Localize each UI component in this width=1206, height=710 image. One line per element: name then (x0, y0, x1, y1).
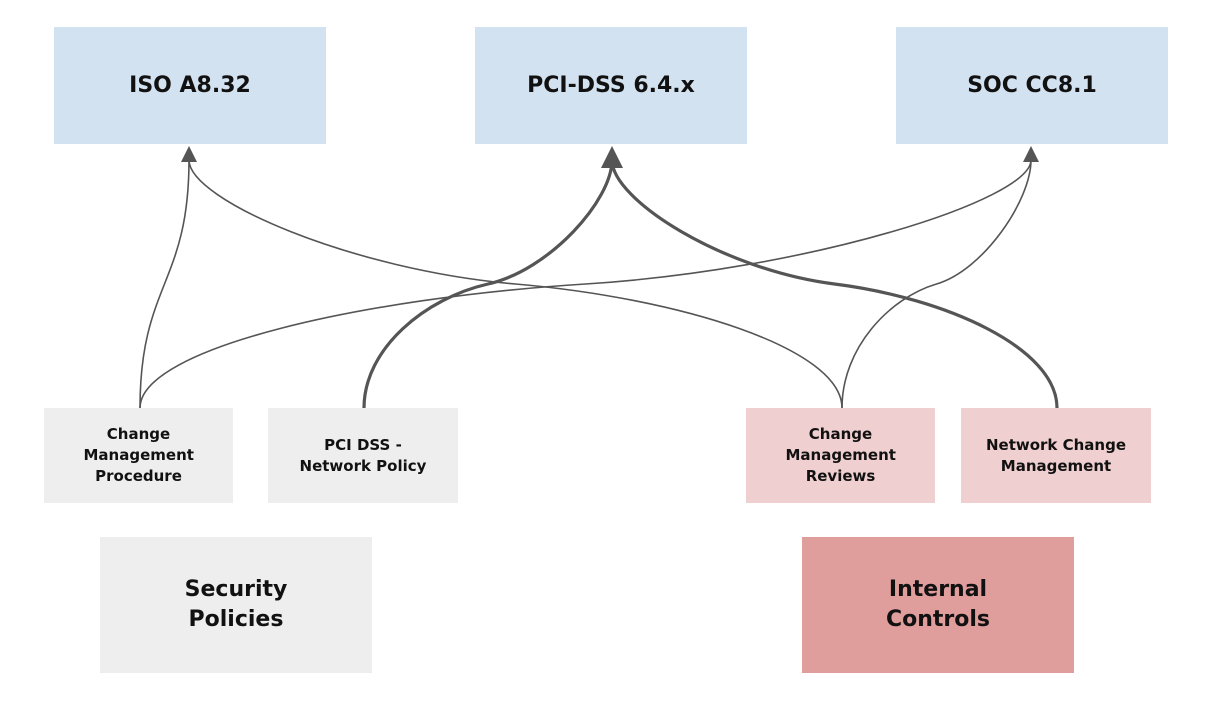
framework-label: SOC CC8.1 (967, 73, 1097, 98)
item-label: Change Management Procedure (83, 425, 194, 485)
framework-label: ISO A8.32 (129, 73, 251, 98)
arrowhead-pci-icon (601, 146, 623, 168)
item-label: Network Change Management (985, 435, 1127, 475)
category-internal-controls[interactable]: Internal Controls (802, 537, 1074, 673)
framework-soc-cc8-1[interactable]: SOC CC8.1 (896, 27, 1168, 144)
link-cmp-to-iso (139, 159, 190, 409)
item-change-management-procedure[interactable]: Change Management Procedure (44, 408, 233, 503)
arrowhead-iso-icon (181, 146, 197, 162)
category-security-policies[interactable]: Security Policies (100, 537, 372, 673)
item-change-management-reviews[interactable]: Change Management Reviews (746, 408, 935, 503)
framework-label: PCI-DSS 6.4.x (527, 73, 695, 98)
framework-pci-dss-6-4-x[interactable]: PCI-DSS 6.4.x (475, 27, 747, 144)
link-cmr-to-soc (841, 159, 1032, 409)
category-label: Internal Controls (885, 577, 991, 632)
category-label: Security Policies (184, 577, 288, 632)
item-label: PCI DSS - Network Policy (299, 435, 427, 475)
link-pcinet-to-pci (362, 159, 614, 409)
framework-iso-a8-32[interactable]: ISO A8.32 (54, 27, 326, 144)
item-network-change-management[interactable]: Network Change Management (961, 408, 1151, 503)
arrowhead-soc-icon (1023, 146, 1039, 162)
link-cmp-to-soc (139, 159, 1032, 409)
item-label: Change Management Reviews (785, 425, 896, 485)
item-pci-dss-network-policy[interactable]: PCI DSS - Network Policy (268, 408, 458, 503)
link-cmr-to-iso (188, 159, 843, 409)
link-ncm-to-pci (610, 159, 1059, 409)
